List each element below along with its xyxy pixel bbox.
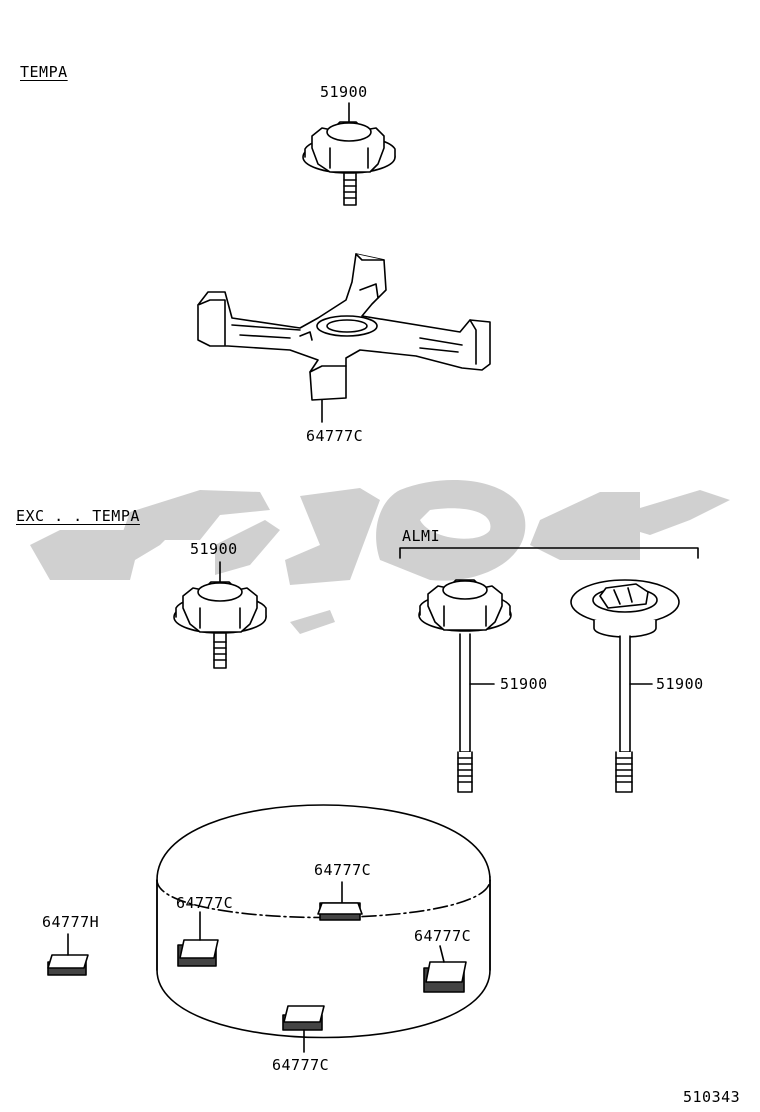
- pad-64777c-top: [317, 881, 363, 921]
- lock-knob-almi-b: [570, 579, 680, 793]
- lock-knob-top: [302, 102, 396, 206]
- section-label-tempa: TEMPA: [20, 63, 68, 81]
- part-number-51900-almi-b: 51900: [656, 675, 704, 693]
- watermark-logo: [30, 480, 730, 634]
- lock-knob-left: [173, 561, 267, 669]
- section-label-exc-tempa: EXC . . TEMPA: [16, 507, 140, 525]
- pad-64777c-left: [177, 911, 219, 967]
- section-label-almi: ALMI: [402, 527, 441, 545]
- part-number-51900-almi-a: 51900: [500, 675, 548, 693]
- part-number-64777c-top: 64777C: [314, 861, 372, 879]
- pad-64777h: [47, 933, 89, 976]
- part-number-64777c-bottom: 64777C: [272, 1056, 330, 1074]
- part-number-64777c-carrier: 64777C: [306, 427, 364, 445]
- pad-64777c-right: [423, 945, 467, 993]
- lock-knob-almi-a: [418, 579, 512, 793]
- part-number-64777h: 64777H: [42, 913, 100, 931]
- spare-wheel-carrier: [197, 253, 491, 423]
- part-number-64777c-right: 64777C: [414, 927, 472, 945]
- figure-id: 510343: [683, 1088, 741, 1106]
- spare-tire-outline: [156, 804, 491, 1039]
- part-number-64777c-left: 64777C: [176, 894, 234, 912]
- part-number-51900-left: 51900: [190, 540, 238, 558]
- part-number-51900-top: 51900: [320, 83, 368, 101]
- pad-64777c-bottom: [282, 1005, 325, 1053]
- almi-bracket: [399, 547, 699, 559]
